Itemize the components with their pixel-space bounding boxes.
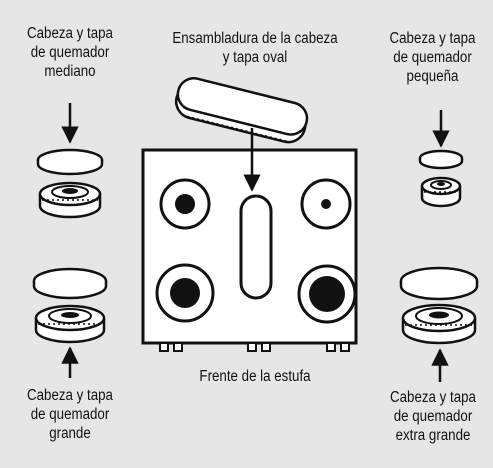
oval-burner-cap-part [174,77,309,144]
label-stove-front: Frente de la estufa [156,367,354,386]
label-medium-burner-line1: Cabeza y tapa [27,25,113,42]
label-extra-large-burner: Cabeza y tapa de quemador extra grande [381,388,484,445]
cooktop-burner-top-left [159,178,211,230]
cooktop-feet [159,342,350,352]
label-small-burner-line3: pequeña [406,68,459,85]
label-stove-front-text: Frente de la estufa [199,368,311,385]
label-medium-burner-line2: de quemador [30,44,110,61]
large-burner-part [32,267,108,344]
label-extra-large-burner-line2: de quemador [393,408,473,425]
label-medium-burner: Cabeza y tapa de quemador mediano [10,24,130,81]
label-extra-large-burner-line3: extra grande [395,427,471,444]
label-oval-assembly: Ensambladura de la cabeza y tapa oval [156,29,354,67]
label-large-burner-line1: Cabeza y tapa [27,387,113,404]
extra-large-burner-part [399,266,479,345]
medium-burner-part [36,148,104,219]
cooktop-oval-burner [239,194,273,300]
cooktop-burner-top-right [300,178,352,230]
cooktop-burner-bottom-left [155,263,215,323]
label-medium-burner-line3: mediano [44,63,96,80]
cooktop [141,148,358,352]
label-large-burner: Cabeza y tapa de quemador grande [10,386,130,443]
cooktop-burner-bottom-right [297,264,357,324]
label-extra-large-burner-line1: Cabeza y tapa [390,389,476,406]
label-large-burner-line2: de quemador [30,406,110,423]
label-large-burner-line3: grande [49,425,91,442]
label-oval-assembly-line2: y tapa oval [222,49,288,66]
label-small-burner-line2: de quemador [393,49,472,66]
small-burner-part [418,149,464,208]
label-small-burner: Cabeza y tapa de quemador pequeña [380,29,484,86]
label-small-burner-line1: Cabeza y tapa [389,30,476,47]
label-oval-assembly-line1: Ensambladura de la cabeza [172,30,338,47]
